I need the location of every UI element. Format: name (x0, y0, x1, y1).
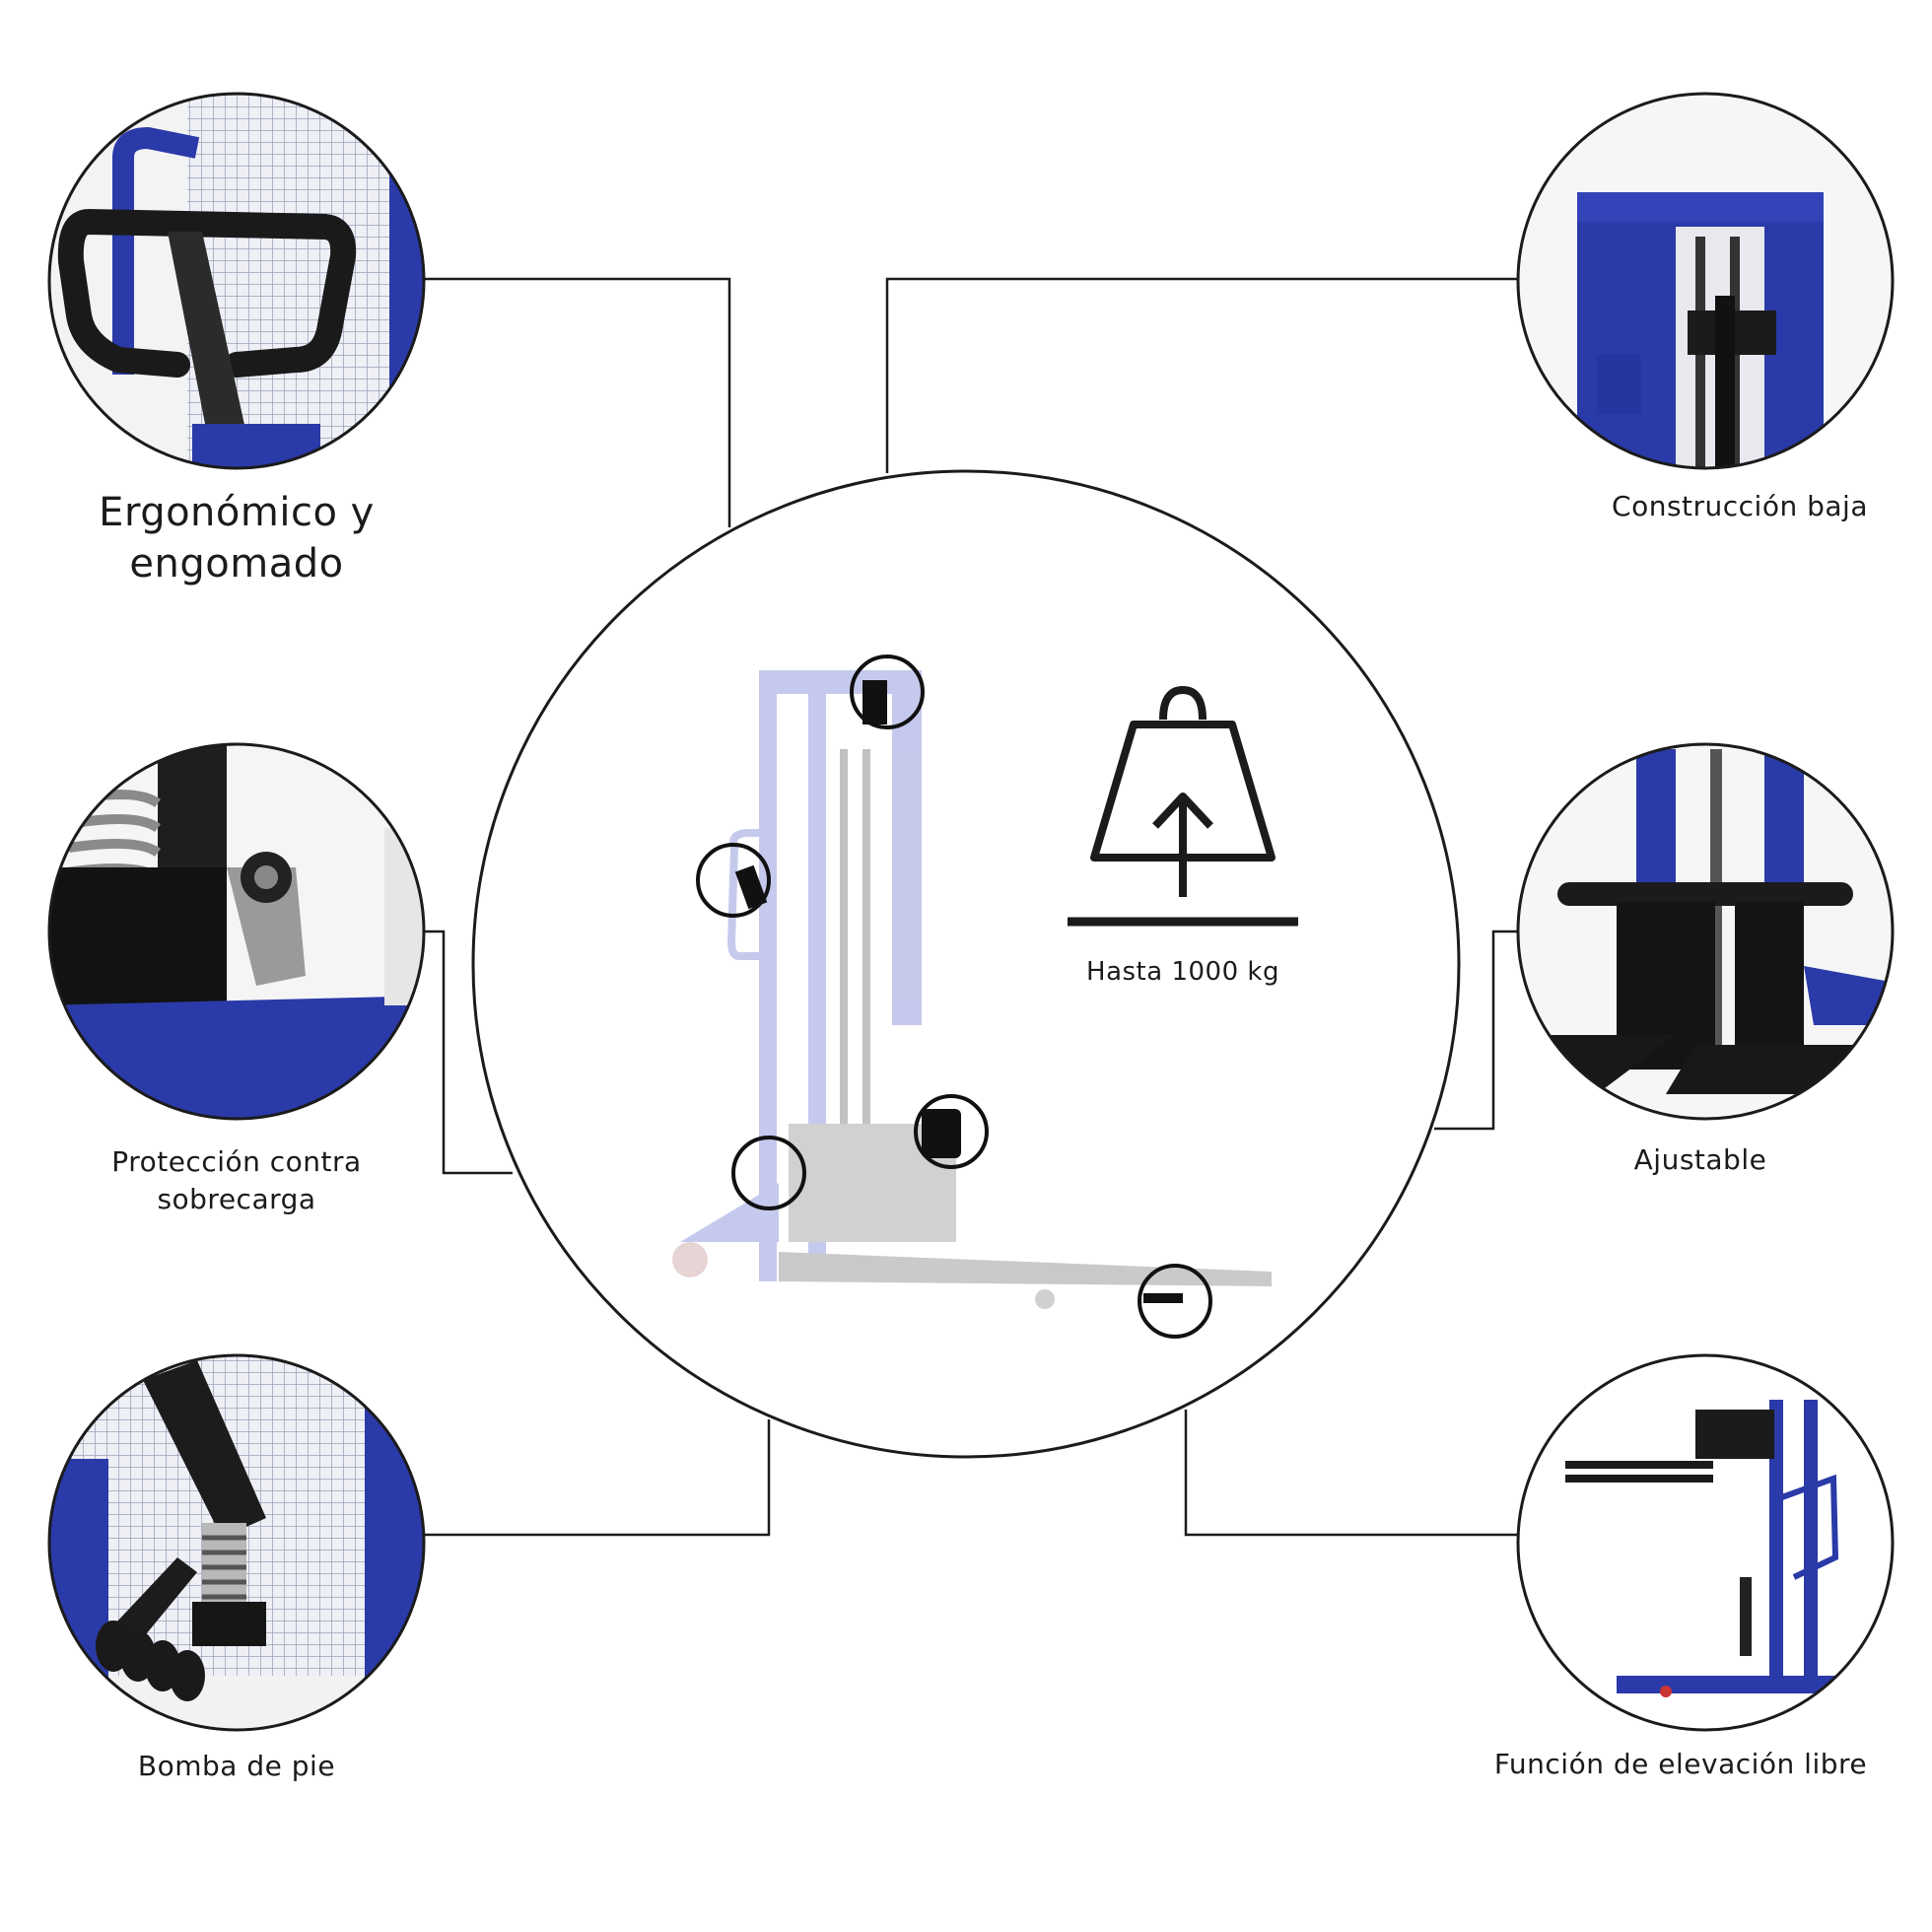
capacity-label: Hasta 1000 kg (1086, 957, 1279, 987)
caption-ergonomic: Ergonómico y engomado (99, 490, 375, 586)
caption-overload: Protección contra sobrecarga (111, 1145, 362, 1215)
overload-detail-photo (47, 742, 426, 1121)
handle-detail-photo (47, 92, 426, 470)
adjustable-detail-photo (1516, 742, 1895, 1121)
caption-foot-pump: Bomba de pie (137, 1750, 336, 1782)
connector-lines (424, 277, 1518, 1537)
caption-adjustable: Ajustable (1633, 1143, 1767, 1176)
low-build-detail-photo (1516, 92, 1895, 470)
weight-lift-icon (1068, 686, 1298, 927)
connector-ergonomic (424, 277, 731, 527)
caption-free-lift: Función de elevación libre (1493, 1748, 1868, 1780)
connector-foot-pump (424, 1419, 771, 1537)
marker-top (850, 655, 925, 729)
foot-pump-detail-photo (47, 1353, 426, 1732)
marker-carriage (914, 1094, 989, 1169)
marker-handle (696, 843, 771, 918)
caption-low-build: Construcción baja (1612, 490, 1868, 522)
connector-free-lift (1184, 1410, 1518, 1537)
highlight-markers (696, 655, 1212, 1339)
free-lift-detail-photo (1516, 1353, 1895, 1732)
connector-adjustable (1434, 930, 1518, 1131)
marker-fork-tip (1138, 1264, 1212, 1339)
connector-overload (424, 930, 513, 1175)
marker-pump (731, 1136, 806, 1210)
connector-low-build (885, 277, 1518, 473)
central-overview (471, 469, 1461, 1459)
